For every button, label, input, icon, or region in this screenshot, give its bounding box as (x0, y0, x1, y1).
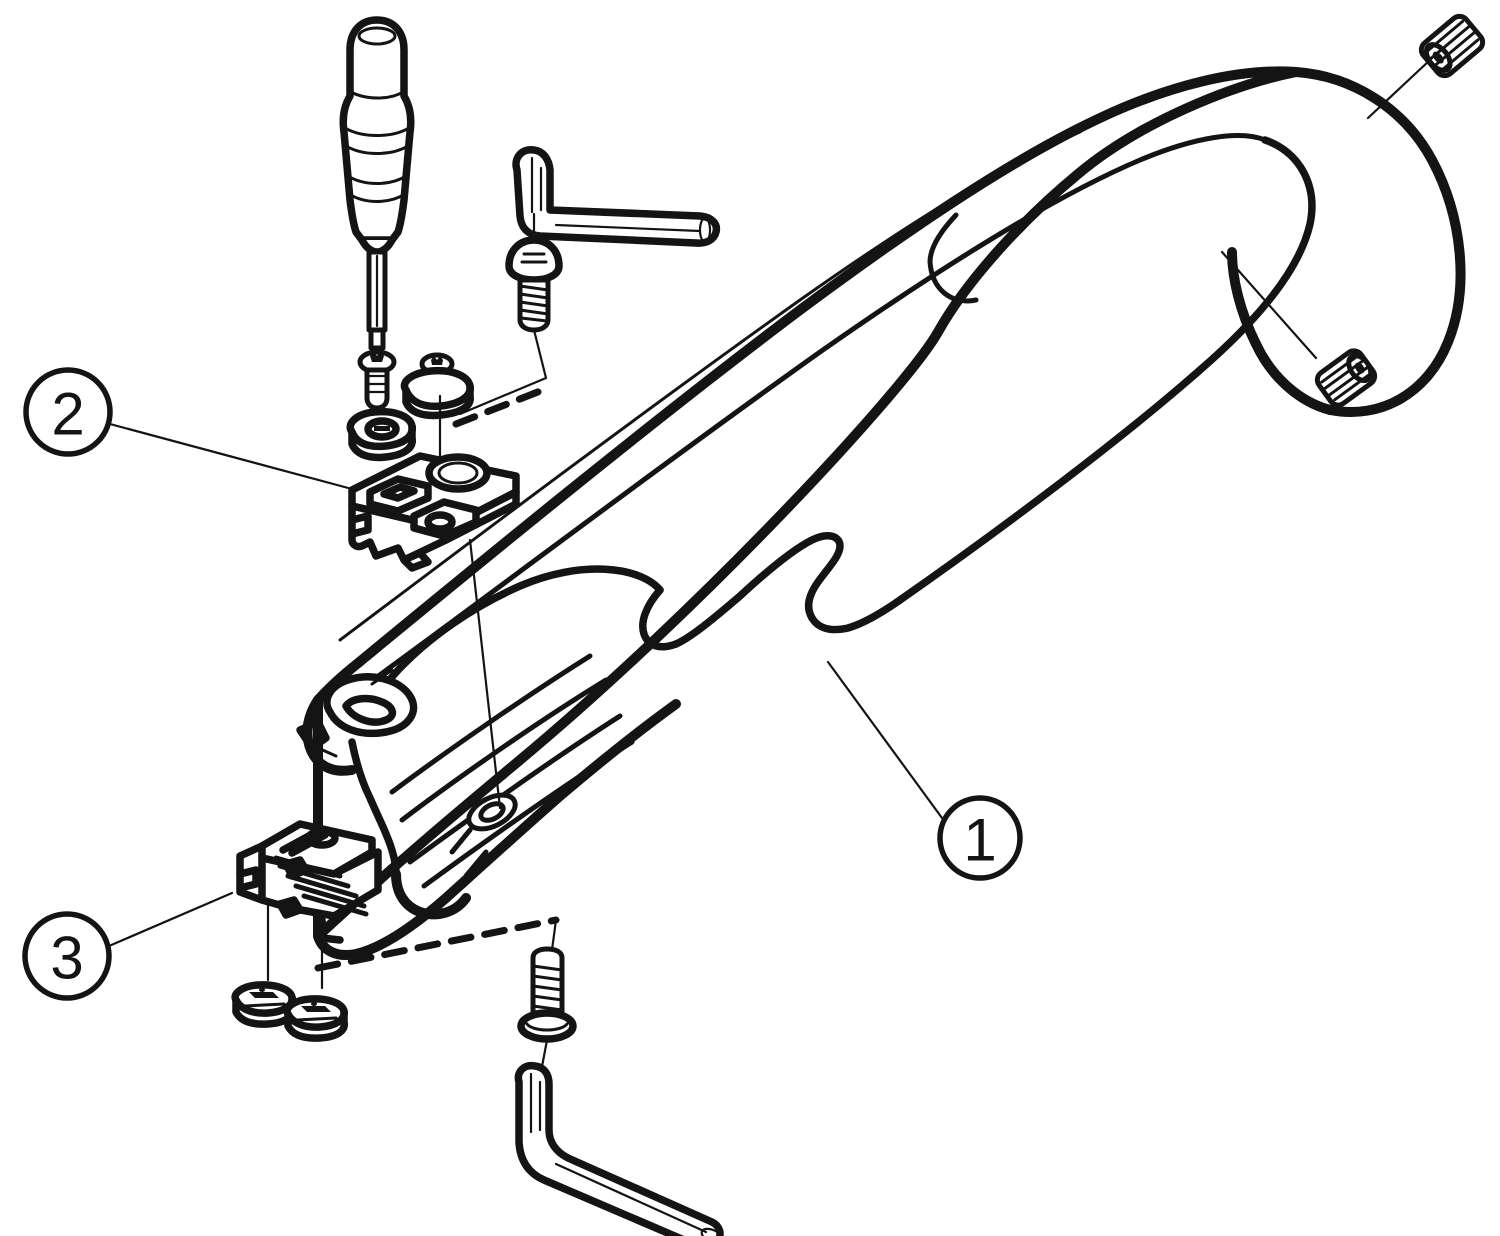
insert-shim-b[interactable] (283, 995, 349, 1042)
callout-circle-1 (937, 795, 1023, 881)
set-screw-lower[interactable] (1220, 250, 1378, 409)
callout-circle-3 (22, 911, 112, 1001)
shim-washer-a[interactable] (346, 407, 416, 462)
callout-badge-3[interactable]: 3 (22, 911, 112, 1001)
callout-label-3: 3 (50, 925, 83, 992)
set-screw-upper[interactable] (1366, 13, 1486, 120)
assembly-path-lower (314, 916, 560, 972)
hex-key-upper[interactable] (512, 146, 721, 247)
callout-leader-2 (108, 422, 354, 491)
clamp-screw-upper[interactable] (458, 212, 563, 416)
callout-badge-2[interactable]: 2 (23, 367, 113, 457)
shim-washer-b[interactable] (400, 352, 474, 472)
hex-key-lower[interactable] (514, 1061, 724, 1236)
insert-shim-a[interactable] (231, 981, 297, 1028)
clamp-screw-lower[interactable] (517, 918, 577, 1074)
tool-holder-body[interactable] (296, 66, 1466, 960)
cutting-insert[interactable] (236, 820, 382, 990)
callout-label-2: 2 (51, 381, 84, 448)
callout-label-1: 1 (963, 807, 996, 874)
assembly-path-upper (452, 384, 552, 428)
callout-leader-1 (826, 660, 944, 820)
callout-leader-3 (107, 891, 234, 948)
callout-circle-2 (23, 367, 113, 457)
shim-seat[interactable] (348, 452, 520, 810)
callout-badge-1[interactable]: 1 (937, 795, 1023, 881)
